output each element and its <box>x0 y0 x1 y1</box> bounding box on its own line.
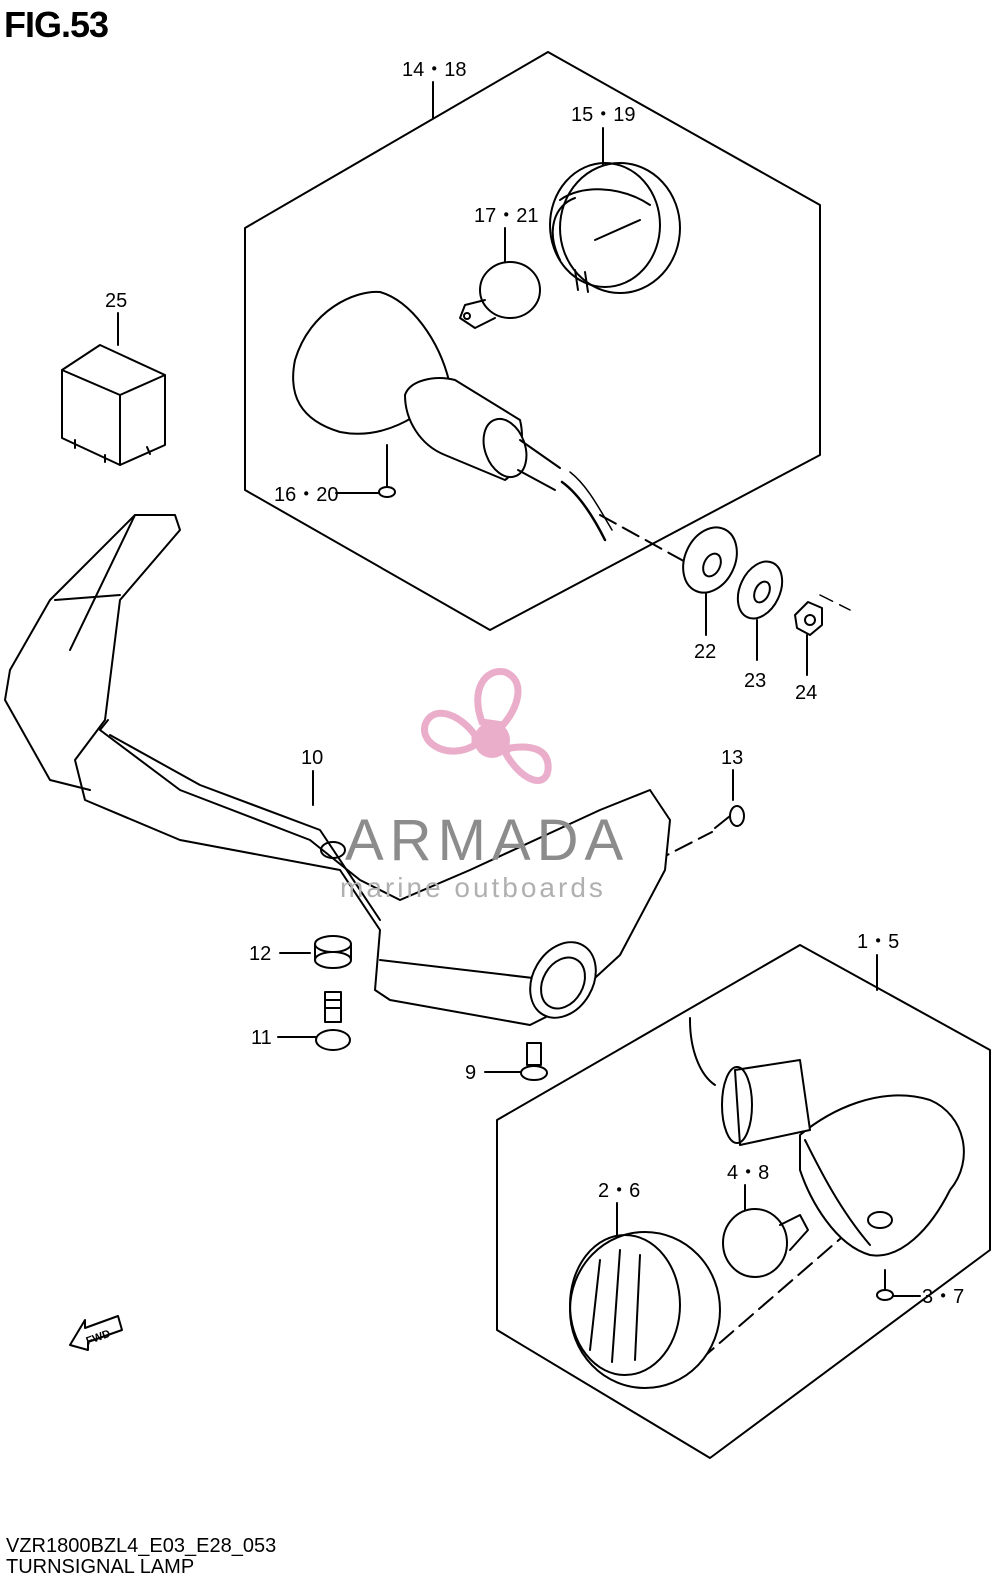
washer-part-23 <box>736 560 784 620</box>
bolt-part-9 <box>520 1042 548 1081</box>
upper-lamp-housing <box>292 290 613 542</box>
bracket-part-10 <box>4 514 671 1026</box>
callout-1-5: 1・5 <box>857 931 899 953</box>
upper-bulb-part-17-21 <box>459 261 541 329</box>
figure-title: FIG.53 <box>4 4 109 45</box>
callout-16-20: 16・20 <box>274 484 339 506</box>
callout-9: 9 <box>465 1062 476 1084</box>
grommet-part-12 <box>314 935 352 969</box>
lower-lens-part-2-6 <box>569 1231 721 1389</box>
callout-4-8: 4・8 <box>727 1162 769 1184</box>
callout-22: 22 <box>694 641 716 663</box>
callout-25: 25 <box>105 290 127 312</box>
callout-15-19: 15・19 <box>571 104 636 126</box>
watermark-tagline: marine outboards <box>340 872 606 903</box>
lower-assembly-frame <box>496 944 991 1459</box>
upper-lens-part-15-19 <box>549 162 681 294</box>
callout-13: 13 <box>721 747 743 769</box>
callout-24: 24 <box>795 682 817 704</box>
screw-part-3-7 <box>876 1269 894 1301</box>
lower-lamp-housing <box>689 1017 965 1257</box>
nut-part-24 <box>794 601 823 636</box>
callout-2-6: 2・6 <box>598 1180 640 1202</box>
screw-part-13 <box>714 805 745 829</box>
callout-23: 23 <box>744 670 766 692</box>
figure-name: TURNSIGNAL LAMP <box>6 1556 195 1578</box>
watermark-brand: ARMADA <box>345 808 629 873</box>
callout-10: 10 <box>301 747 323 769</box>
upper-assembly-frame <box>244 51 821 631</box>
lower-bulb-part-4-8 <box>722 1208 809 1278</box>
bolt-part-11 <box>315 991 351 1051</box>
callout-11: 11 <box>251 1027 272 1049</box>
fwd-arrow-icon <box>69 1315 123 1351</box>
screw-part-16-20 <box>378 469 396 498</box>
grommet-part-22 <box>682 526 738 594</box>
relay-part-25 <box>61 344 166 466</box>
callout-14-18: 14・18 <box>402 59 467 81</box>
model-code: VZR1800BZL4_E03_E28_053 <box>6 1535 277 1557</box>
callout-3-7: 3・7 <box>922 1286 964 1308</box>
watermark-logo-icon <box>421 668 552 784</box>
callout-12: 12 <box>249 943 271 965</box>
callout-17-21: 17・21 <box>474 205 539 227</box>
